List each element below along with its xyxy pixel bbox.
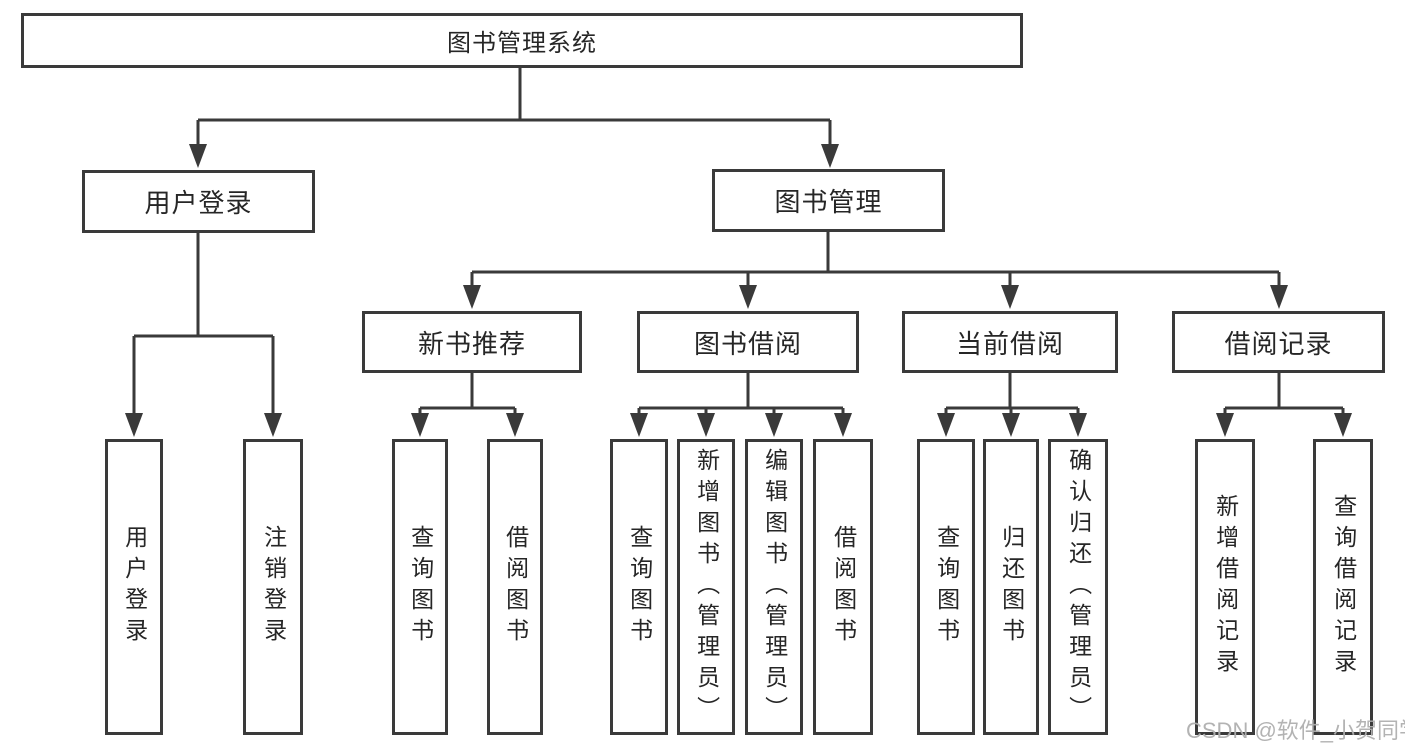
leaf-query-borrow-record: 查询借阅记录 bbox=[1313, 439, 1373, 735]
leaf-query-books-current: 查询图书 bbox=[917, 439, 975, 735]
leaf-query-books-borrowing: 查询图书 bbox=[610, 439, 668, 735]
watermark-text: CSDN @软件_小贺同学 bbox=[1186, 718, 1405, 743]
leaf-add-borrow-record: 新增借阅记录 bbox=[1195, 439, 1255, 735]
leaf-add-books-admin: 新增图书（管理员） bbox=[677, 439, 735, 735]
node-book-borrowing: 图书借阅 bbox=[637, 311, 859, 373]
leaf-logout: 注销登录 bbox=[243, 439, 303, 735]
leaf-user-login: 用户登录 bbox=[105, 439, 163, 735]
leaf-borrow-books: 借阅图书 bbox=[813, 439, 873, 735]
leaf-edit-books-admin: 编辑图书（管理员） bbox=[745, 439, 803, 735]
node-new-book-recommend: 新书推荐 bbox=[362, 311, 582, 373]
node-book-management: 图书管理 bbox=[712, 169, 945, 232]
node-current-borrowing: 当前借阅 bbox=[902, 311, 1118, 373]
node-user-login: 用户登录 bbox=[82, 170, 315, 233]
leaf-borrow-books-recommend: 借阅图书 bbox=[487, 439, 543, 735]
leaf-return-books: 归还图书 bbox=[983, 439, 1039, 735]
leaf-query-books-recommend: 查询图书 bbox=[392, 439, 448, 735]
node-borrowing-records: 借阅记录 bbox=[1172, 311, 1385, 373]
node-library-management-system: 图书管理系统 bbox=[21, 13, 1023, 68]
leaf-confirm-return-admin: 确认归还（管理员） bbox=[1048, 439, 1108, 735]
